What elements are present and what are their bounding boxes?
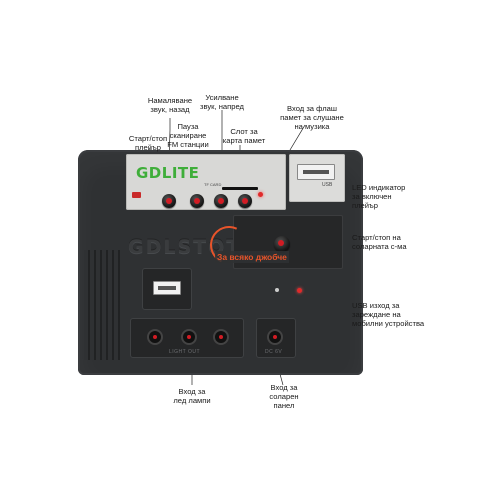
callout-volume-up: Усилване звук, напред <box>200 93 244 111</box>
callout-led-indicator: LED индикатор за включен плейър <box>352 183 406 210</box>
callout-usb-output: USB изход за зареждане на мобилни устрой… <box>352 301 425 328</box>
play-stop-switch[interactable] <box>132 192 141 198</box>
player-control-panel: GDLITE TF CARD <box>126 154 286 210</box>
led-indicator <box>258 192 263 197</box>
volume-up-button[interactable] <box>214 194 228 208</box>
solar-input-recess: DC 6V <box>256 318 296 358</box>
usb-label: USB <box>322 182 333 188</box>
callout-volume-down: Намаляване звук, назад <box>147 96 193 114</box>
solar-switch-button[interactable] <box>274 236 290 252</box>
lamp-panel-text: LIGHT OUT <box>169 349 201 355</box>
flash-usb-port[interactable] <box>297 164 335 180</box>
memory-card-slot[interactable] <box>222 187 258 190</box>
callout-led-lamp-input: Вход за лед лампи <box>173 387 211 405</box>
speaker-grille <box>84 250 124 360</box>
callout-solar-input: Вход за соларен панел <box>269 383 299 410</box>
solar-jack[interactable] <box>269 331 281 343</box>
usb-output-port[interactable] <box>153 281 181 295</box>
lamp-output-recess: LIGHT OUT <box>130 318 244 358</box>
charge-led <box>297 288 302 293</box>
brand-logo: GDLITE <box>136 164 200 182</box>
usb-output-recess <box>142 268 192 310</box>
callout-card-slot: Слот за карта памет <box>222 127 266 145</box>
solar-panel-text: DC 6V <box>265 349 283 355</box>
callout-flash-input: Вход за флаш памет за слушане на музика <box>280 104 344 131</box>
callout-pause-scan: Пауза сканиране FM станции <box>167 122 209 149</box>
next-button[interactable] <box>238 194 252 208</box>
callout-play-stop: Старт/стоп плейър <box>128 134 168 152</box>
lamp-jack-1[interactable] <box>149 331 161 343</box>
pause-scan-button[interactable] <box>190 194 204 208</box>
flash-input-panel: USB <box>289 154 345 202</box>
tf-card-label: TF CARD <box>204 182 222 187</box>
status-led <box>275 288 279 292</box>
callout-solar-switch: Старт/стоп на соларната с-ма <box>352 233 407 251</box>
volume-down-button[interactable] <box>162 194 176 208</box>
promo-text: За всяко джобче <box>215 251 289 263</box>
lamp-jack-2[interactable] <box>183 331 195 343</box>
lamp-jack-3[interactable] <box>215 331 227 343</box>
